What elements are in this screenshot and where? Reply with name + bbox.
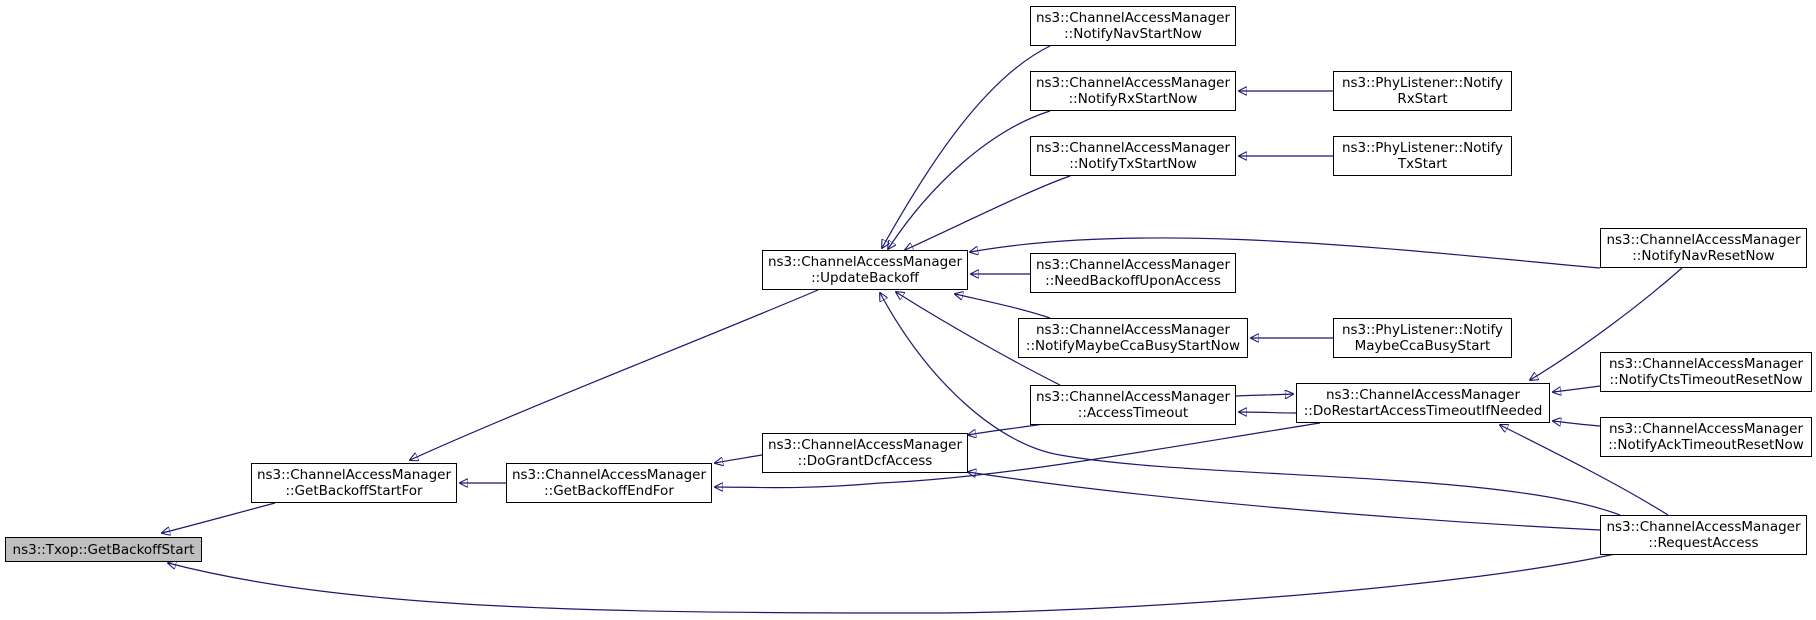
function-node-label: ns3::ChannelAccessManager [767,437,963,453]
call-edge-arrow [715,422,1321,488]
function-node-label: MaybeCcaBusyStart [1354,338,1491,354]
function-node-label: ns3::ChannelAccessManager [1035,10,1231,26]
function-node-label: ns3::PhyListener::Notify [1341,75,1504,91]
call-edge-arrow [955,294,1051,319]
function-node[interactable]: ns3::ChannelAccessManager::GetBackoffSta… [251,463,457,503]
function-node[interactable]: ns3::ChannelAccessManager::NotifyMaybeCc… [1018,318,1248,358]
function-node-label: ::NotifyCtsTimeoutResetNow [1609,372,1803,388]
function-node-label: ::RequestAccess [1648,535,1759,551]
function-node-label: RxStart [1397,91,1448,107]
call-edge-arrow [1553,421,1601,427]
function-node-label: ns3::ChannelAccessManager [511,467,707,483]
function-node-label: ns3::ChannelAccessManager [256,467,452,483]
function-node-label: ns3::ChannelAccessManager [1608,356,1804,372]
call-edge-arrow [888,110,1051,249]
function-node-label: ns3::Txop::GetBackoffStart [12,541,195,558]
function-node-label: ::NotifyMaybeCcaBusyStartNow [1025,338,1241,354]
function-node-label: ns3::ChannelAccessManager [767,254,963,270]
call-edge-arrow [1530,267,1683,380]
function-node-label: ::NotifyNavStartNow [1064,26,1202,42]
function-node[interactable]: ns3::ChannelAccessManager::AccessTimeout [1030,385,1236,425]
call-edge-arrow [882,45,1051,248]
function-node-label: ns3::PhyListener::Notify [1341,140,1504,156]
call-edge-arrow [168,553,1616,614]
function-node[interactable]: ns3::ChannelAccessManager::DoRestartAcce… [1296,383,1550,423]
function-node-label: ::NotifyNavResetNow [1632,248,1775,264]
function-node[interactable]: ns3::ChannelAccessManager::NotifyNavRese… [1600,228,1807,268]
function-node[interactable]: ns3::ChannelAccessManager::NotifyNavStar… [1030,6,1236,46]
call-edge-arrow [880,293,1621,516]
function-node[interactable]: ns3::ChannelAccessManager::NotifyTxStart… [1030,136,1236,176]
call-edge-arrow [410,289,819,460]
call-edge-arrow [162,502,276,533]
function-node-label: ns3::ChannelAccessManager [1035,140,1231,156]
function-node-label: ns3::ChannelAccessManager [1035,322,1231,338]
function-node-label: ns3::ChannelAccessManager [1035,389,1231,405]
call-edge-arrow [1239,412,1297,413]
function-node[interactable]: ns3::ChannelAccessManager::NotifyAckTime… [1600,417,1812,457]
call-edge-arrow [715,454,763,463]
function-node-label: ::NotifyAckTimeoutResetNow [1608,437,1804,453]
call-edge-arrow [905,175,1071,250]
function-node[interactable]: ns3::ChannelAccessManager::RequestAccess [1600,515,1807,555]
function-node-label: ::GetBackoffEndFor [544,483,674,499]
function-node-label: ns3::ChannelAccessManager [1606,232,1801,248]
function-node[interactable]: ns3::ChannelAccessManager::NotifyCtsTime… [1600,352,1812,392]
function-node-label: ::NeedBackoffUponAccess [1045,273,1221,289]
function-node[interactable]: ns3::ChannelAccessManager::DoGrantDcfAcc… [762,433,968,473]
function-node-label: ::GetBackoffStartFor [285,483,423,499]
function-node-label: ns3::PhyListener::Notify [1341,322,1504,338]
function-node-label: ns3::ChannelAccessManager [1035,257,1231,273]
function-node-label: ::DoRestartAccessTimeoutIfNeeded [1303,403,1543,419]
function-node-label: ::UpdateBackoff [811,270,919,286]
call-edge-arrow [896,292,1061,386]
root-function-node: ns3::Txop::GetBackoffStart [5,537,202,562]
function-node-label: ::DoGrantDcfAccess [797,453,933,469]
function-node-label: ::NotifyTxStartNow [1069,156,1197,172]
call-edge-arrow [1500,425,1669,516]
function-node-label: TxStart [1397,156,1448,172]
function-node-label: ns3::ChannelAccessManager [1606,519,1801,535]
function-node[interactable]: ns3::ChannelAccessManager::NotifyRxStart… [1030,71,1236,111]
function-node-label: ::NotifyRxStartNow [1068,91,1198,107]
function-node[interactable]: ns3::ChannelAccessManager::GetBackoffEnd… [506,463,712,503]
function-node-label: ns3::ChannelAccessManager [1325,387,1521,403]
call-edge-arrow [970,237,1601,269]
call-edge-arrow [1553,385,1601,392]
function-node-label: ns3::ChannelAccessManager [1035,75,1231,91]
function-node-label: ::AccessTimeout [1077,405,1189,421]
function-node[interactable]: ns3::ChannelAccessManager::UpdateBackoff [762,250,968,290]
call-edge-arrow [968,472,1601,531]
call-edge-arrow [1235,394,1293,396]
function-node[interactable]: ns3::ChannelAccessManager::NeedBackoffUp… [1030,253,1236,293]
function-node-label: ns3::ChannelAccessManager [1608,421,1804,437]
